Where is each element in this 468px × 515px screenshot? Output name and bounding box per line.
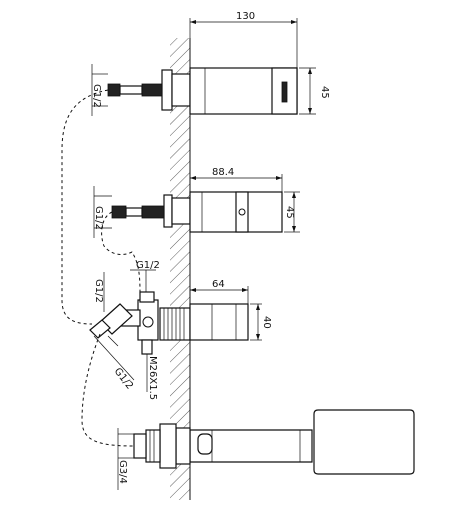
dim-valve-inlet-left: G1/2: [93, 279, 104, 303]
dim-middle-length: 88.4: [212, 167, 234, 178]
connecting-hoses: [61, 89, 141, 447]
valve-unit: 64 40 G1/2 G1/2 M2: [89, 260, 272, 400]
dim-valve-inlet-top: G1/2: [136, 260, 160, 271]
dim-valve-thread: M26X1.5: [147, 356, 158, 400]
bottom-spout-unit: G3/4: [117, 409, 415, 490]
dim-valve-length: 64: [212, 279, 225, 290]
dim-spout-inlet: G3/4: [117, 460, 128, 484]
dim-top-length: 130: [236, 11, 255, 22]
top-spout-unit: 130 45 G1/2: [91, 11, 330, 116]
dim-top-inlet: G1/2: [91, 84, 102, 108]
dim-middle-height: 45: [284, 206, 295, 219]
wall: [170, 38, 191, 500]
middle-spout-unit: 88.4 45 G1/2: [93, 167, 300, 238]
dim-valve-height: 40: [261, 316, 272, 329]
dim-top-height: 45: [319, 86, 330, 99]
dim-valve-outlet: G1/2: [112, 366, 135, 392]
dim-middle-inlet: G1/2: [93, 206, 104, 230]
